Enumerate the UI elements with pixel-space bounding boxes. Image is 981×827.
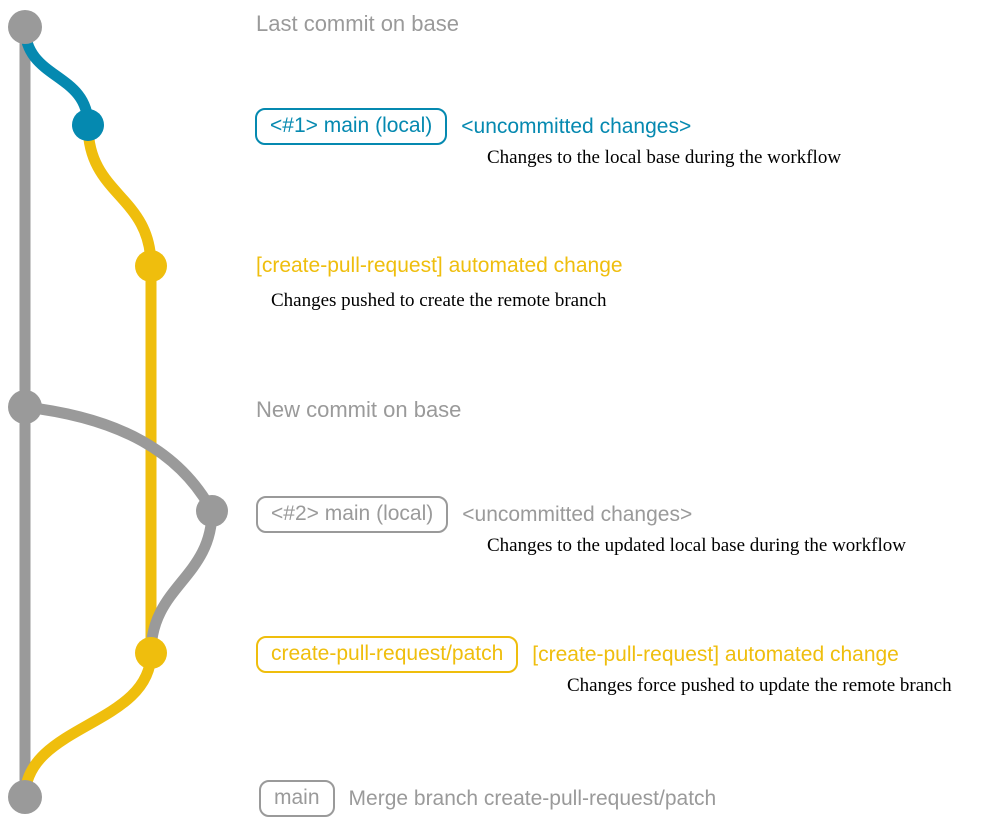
commit-subject-local-2: <uncommitted changes> <box>462 503 693 526</box>
commit-node-local-2[interactable] <box>196 495 228 527</box>
ref-badge-local-2[interactable]: <#2> main (local) <box>256 496 449 533</box>
ref-badge-local-1[interactable]: <#1> main (local) <box>255 108 448 145</box>
commit-node-patch-create[interactable] <box>135 250 167 282</box>
commit-subject-local-1: <uncommitted changes> <box>461 115 692 138</box>
commit-note-patch-force: Changes force pushed to update the remot… <box>567 675 952 696</box>
commit-note-local-2: Changes to the updated local base during… <box>487 535 906 556</box>
commit-node-local-1[interactable] <box>72 109 104 141</box>
commit-row-automated-change-create: [create-pull-request] automated change <box>256 255 623 276</box>
headline-last-commit-on-base: Last commit on base <box>256 11 459 36</box>
commit-subject-merge: Merge branch create-pull-request/patch <box>348 787 717 810</box>
headline-new-commit-on-base: New commit on base <box>256 397 462 422</box>
ref-badge-create-pull-request-patch[interactable]: create-pull-request/patch <box>256 636 519 673</box>
commit-node-patch-force[interactable] <box>135 637 167 669</box>
edge-patch-force-to-merge <box>19 647 157 803</box>
commit-node-base-merge[interactable] <box>8 780 42 814</box>
commit-note-local-1: Changes to the local base during the wor… <box>487 147 842 168</box>
commit-row-local-uncommitted-2: <#2> main (local) <uncommitted changes> <box>256 496 692 533</box>
commit-nodes <box>8 10 228 814</box>
edge-local1-to-patch-create <box>82 119 157 272</box>
commit-subject-patch-create: [create-pull-request] automated change <box>256 254 623 277</box>
commit-row-local-uncommitted-1: <#1> main (local) <uncommitted changes> <box>255 108 691 145</box>
commit-row-automated-change-force: create-pull-request/patch [create-pull-r… <box>256 636 899 673</box>
commit-row-merge-branch: main Merge branch create-pull-request/pa… <box>259 780 716 817</box>
ref-badge-main[interactable]: main <box>259 780 335 817</box>
commit-subject-patch-force: [create-pull-request] automated change <box>532 643 899 666</box>
commit-node-base-head[interactable] <box>8 10 42 44</box>
edge-basenew-to-local2 <box>19 401 218 517</box>
commit-node-base-new[interactable] <box>8 390 42 424</box>
commit-note-patch-create: Changes pushed to create the remote bran… <box>271 290 607 311</box>
edge-local2-to-patch-force <box>145 505 218 659</box>
